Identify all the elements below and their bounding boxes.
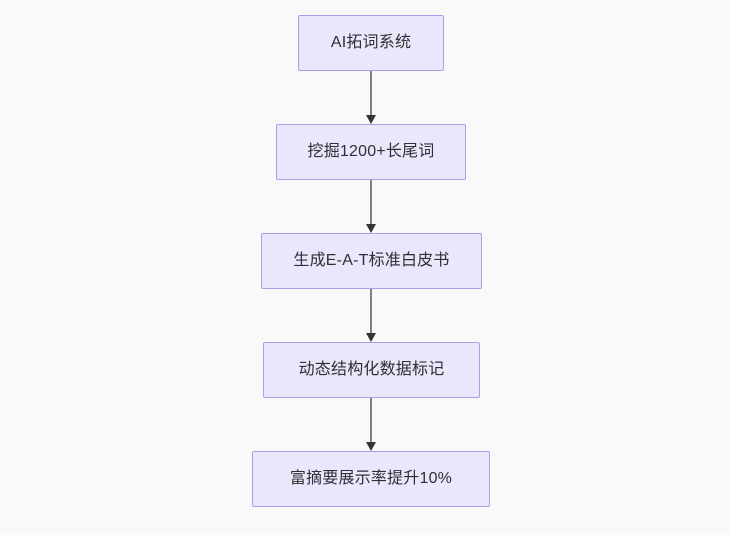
arrowhead-icon	[366, 224, 376, 233]
flow-node-4[interactable]: 动态结构化数据标记	[263, 342, 480, 398]
flow-node-5[interactable]: 富摘要展示率提升10%	[252, 451, 490, 507]
flow-edge-1-line	[370, 71, 372, 115]
flow-node-3[interactable]: 生成E-A-T标准白皮书	[261, 233, 482, 289]
flow-edge-3-line	[370, 289, 372, 333]
flow-node-3-label: 生成E-A-T标准白皮书	[293, 252, 450, 269]
arrowhead-icon	[366, 333, 376, 342]
arrowhead-icon	[366, 115, 376, 124]
flow-node-1[interactable]: AI拓词系统	[298, 15, 444, 71]
flow-node-4-label: 动态结构化数据标记	[298, 361, 445, 378]
flow-node-5-label: 富摘要展示率提升10%	[289, 470, 453, 487]
flow-node-2-label: 挖掘1200+长尾词	[307, 143, 435, 160]
flow-edge-2-line	[370, 180, 372, 224]
flow-node-2[interactable]: 挖掘1200+长尾词	[276, 124, 466, 180]
flow-edge-4-line	[370, 398, 372, 442]
arrowhead-icon	[366, 442, 376, 451]
flow-node-1-label: AI拓词系统	[330, 34, 412, 51]
